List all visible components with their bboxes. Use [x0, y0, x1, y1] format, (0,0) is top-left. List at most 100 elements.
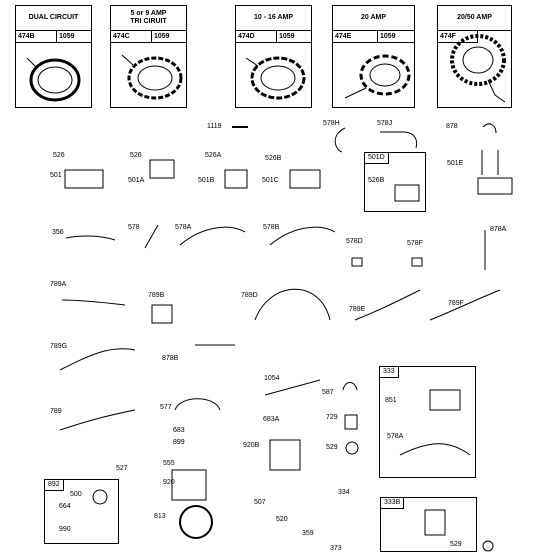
part-683A[interactable]: 683A	[263, 416, 280, 423]
part-789A[interactable]: 789A	[50, 281, 67, 288]
harness-789E	[354, 289, 421, 321]
part-501[interactable]: 501	[50, 172, 62, 179]
key-switch-500	[92, 489, 108, 505]
part-501E[interactable]: 501E	[447, 160, 464, 167]
part-578[interactable]: 578	[128, 224, 140, 231]
coil-851	[429, 389, 461, 411]
part-1054[interactable]: 1054	[264, 375, 280, 382]
part-359[interactable]: 359	[302, 530, 314, 537]
part-1059[interactable]: 1059	[276, 30, 312, 43]
part-920[interactable]: 920	[163, 479, 175, 486]
part-578J[interactable]: 578J	[377, 120, 393, 127]
wire-578A	[179, 226, 246, 246]
part-526[interactable]: 526	[53, 152, 65, 159]
part-920B[interactable]: 920B	[243, 442, 260, 449]
box-header: 20 AMP	[333, 6, 414, 31]
box-header: 20/50 AMP	[438, 6, 511, 31]
part-899[interactable]: 899	[173, 439, 185, 446]
part-990[interactable]: 990	[59, 526, 71, 533]
part-664[interactable]: 664	[59, 503, 71, 510]
box-333B: 333B	[380, 497, 477, 552]
part-333B[interactable]: 333B	[381, 498, 405, 509]
clamp-813	[179, 505, 213, 539]
bracket-577	[174, 398, 221, 411]
box-header: DUAL CIRCUIT	[16, 6, 91, 31]
part-789F[interactable]: 789F	[448, 300, 464, 307]
box-20-50-amp: 20/50 AMP 474F	[437, 5, 512, 108]
part-577[interactable]: 577	[160, 404, 172, 411]
wire-578J	[380, 131, 418, 149]
part-373[interactable]: 373	[330, 545, 342, 552]
wire-789A	[61, 299, 126, 306]
box-333: 333	[379, 366, 476, 478]
part-500[interactable]: 500	[70, 491, 82, 498]
part-474B[interactable]: 474B	[16, 30, 56, 43]
part-578H[interactable]: 578H	[323, 120, 340, 127]
harness-789D	[254, 288, 331, 321]
part-474C[interactable]: 474C	[111, 30, 151, 43]
solenoid-920B	[269, 439, 301, 471]
part-683[interactable]: 683	[173, 427, 185, 434]
part-474D[interactable]: 474D	[236, 30, 276, 43]
part-789B[interactable]: 789B	[148, 292, 165, 299]
part-526A[interactable]: 526A	[205, 152, 222, 159]
part-851[interactable]: 851	[385, 397, 397, 404]
box-892: 892	[44, 479, 119, 544]
clip-878	[482, 123, 497, 134]
part-1059[interactable]: 1059	[377, 30, 415, 43]
connector-578D	[351, 257, 363, 267]
part-878B[interactable]: 878B	[162, 355, 179, 362]
part-501D[interactable]: 501D	[365, 153, 389, 164]
grommet-529b	[482, 540, 494, 552]
part-578B[interactable]: 578B	[263, 224, 280, 231]
part-789[interactable]: 789	[50, 408, 62, 415]
module-501C	[289, 169, 321, 189]
part-578D[interactable]: 578D	[346, 238, 363, 245]
part-813[interactable]: 813	[154, 513, 166, 520]
part-1119[interactable]: 1119	[207, 123, 222, 130]
part-587[interactable]: 587	[322, 389, 334, 396]
part-555[interactable]: 555	[163, 460, 175, 467]
wire-578H	[334, 127, 346, 153]
part-878[interactable]: 878	[446, 123, 458, 130]
part-356[interactable]: 356	[52, 229, 64, 236]
harness-789G	[59, 348, 136, 371]
stator-474B	[26, 57, 81, 102]
connector-578F	[411, 257, 423, 267]
part-526[interactable]: 526	[130, 152, 142, 159]
part-501B[interactable]: 501B	[198, 177, 215, 184]
part-878A[interactable]: 878A	[490, 226, 507, 233]
module-526B	[394, 184, 420, 202]
part-474E[interactable]: 474E	[333, 30, 377, 43]
harness-789	[59, 409, 136, 431]
tie-1054	[264, 379, 321, 396]
part-334[interactable]: 334	[338, 489, 350, 496]
part-789D[interactable]: 789D	[241, 292, 258, 299]
part-501A[interactable]: 501A	[128, 177, 145, 184]
stator-474E	[344, 54, 411, 99]
part-892[interactable]: 892	[45, 480, 64, 491]
part-578F[interactable]: 578F	[407, 240, 423, 247]
part-529[interactable]: 529	[326, 444, 338, 451]
part-729[interactable]: 729	[326, 414, 338, 421]
connector-789B	[151, 304, 173, 324]
part-526B[interactable]: 526B	[368, 177, 385, 184]
part-527[interactable]: 527	[116, 465, 128, 472]
part-789E[interactable]: 789E	[349, 306, 366, 313]
part-520[interactable]: 520	[276, 516, 288, 523]
part-333[interactable]: 333	[380, 367, 399, 378]
part-578A[interactable]: 578A	[175, 224, 192, 231]
stator-474C	[121, 54, 183, 100]
part-526B[interactable]: 526B	[265, 155, 282, 162]
part-789G[interactable]: 789G	[50, 343, 68, 350]
part-501C[interactable]: 501C	[262, 177, 279, 184]
part-578A[interactable]: 578A	[387, 433, 404, 440]
part-507[interactable]: 507	[254, 499, 266, 506]
box-501D: 501D	[364, 152, 426, 212]
part-1059[interactable]: 1059	[56, 30, 92, 43]
part-1059[interactable]: 1059	[151, 30, 187, 43]
part-529[interactable]: 529	[450, 541, 462, 548]
